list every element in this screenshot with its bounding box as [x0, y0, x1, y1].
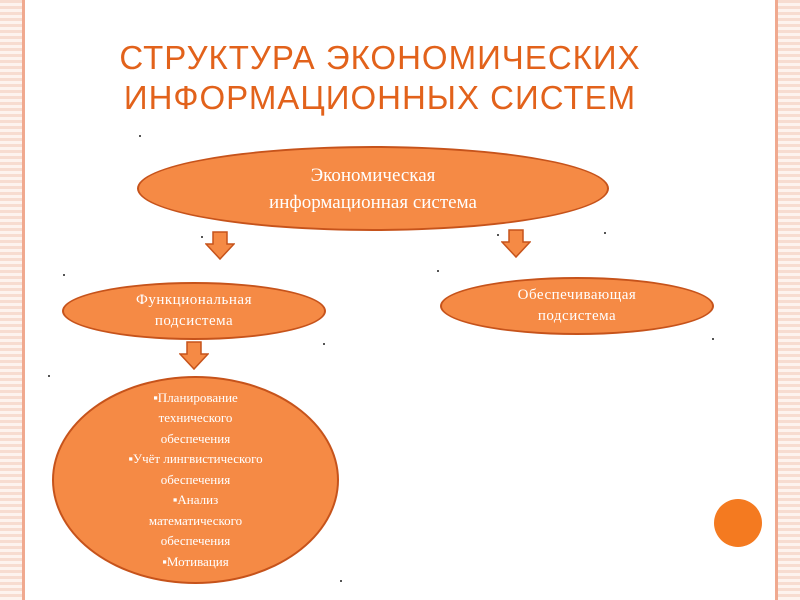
- list-item: математического: [148, 512, 243, 528]
- decorative-dot: [201, 236, 203, 238]
- functional-line-1: Функциональная: [136, 292, 252, 308]
- root-node-line-1: Экономическая: [310, 164, 436, 186]
- decorative-dot: [437, 270, 439, 272]
- right-border-decoration: [778, 0, 800, 600]
- root-node-line-2: информационная система: [269, 191, 477, 213]
- functional-items-node: ▪Планирование технического обеспечения ▪…: [52, 376, 339, 584]
- supporting-line-1: Обеспечивающая: [517, 287, 637, 303]
- decorative-dot: [48, 375, 50, 377]
- supporting-line-2: подсистема: [537, 308, 617, 324]
- down-arrow-icon: [205, 231, 235, 261]
- list-item: ▪Мотивация: [162, 553, 229, 569]
- root-node: Экономическая информационная система: [137, 146, 609, 231]
- list-item: ▪Анализ: [172, 492, 219, 508]
- decorative-dot: [139, 135, 141, 137]
- supporting-subsystem-node: Обеспечивающая подсистема: [440, 277, 714, 335]
- left-border-decoration: [0, 0, 22, 600]
- list-item: ▪Планирование: [153, 389, 238, 405]
- decorative-dot: [323, 343, 325, 345]
- title-line-1: СТРУКТУРА ЭКОНОМИЧЕСКИХ: [119, 39, 641, 76]
- title-line-2: ИНФОРМАЦИОННЫХ СИСТЕМ: [123, 79, 637, 116]
- down-arrow-icon: [501, 229, 531, 259]
- left-border-line: [22, 0, 25, 600]
- decorative-dot: [497, 234, 499, 236]
- right-border-line: [775, 0, 778, 600]
- list-item: обеспечения: [160, 430, 231, 446]
- list-item: обеспечения: [160, 533, 231, 549]
- decorative-dot: [604, 232, 606, 234]
- slide-title: СТРУКТУРА ЭКОНОМИЧЕСКИХ ИНФОРМАЦИОННЫХ С…: [70, 38, 690, 118]
- list-item: ▪Учёт лингвистического: [128, 451, 263, 467]
- list-item: технического: [158, 410, 233, 426]
- list-item: обеспечения: [160, 471, 231, 487]
- decorative-dot: [63, 274, 65, 276]
- decorative-circle: [714, 499, 762, 547]
- down-arrow-icon: [179, 341, 209, 371]
- functional-line-2: подсистема: [154, 313, 234, 329]
- decorative-dot: [340, 580, 342, 582]
- functional-subsystem-node: Функциональная подсистема: [62, 282, 326, 340]
- decorative-dot: [712, 338, 714, 340]
